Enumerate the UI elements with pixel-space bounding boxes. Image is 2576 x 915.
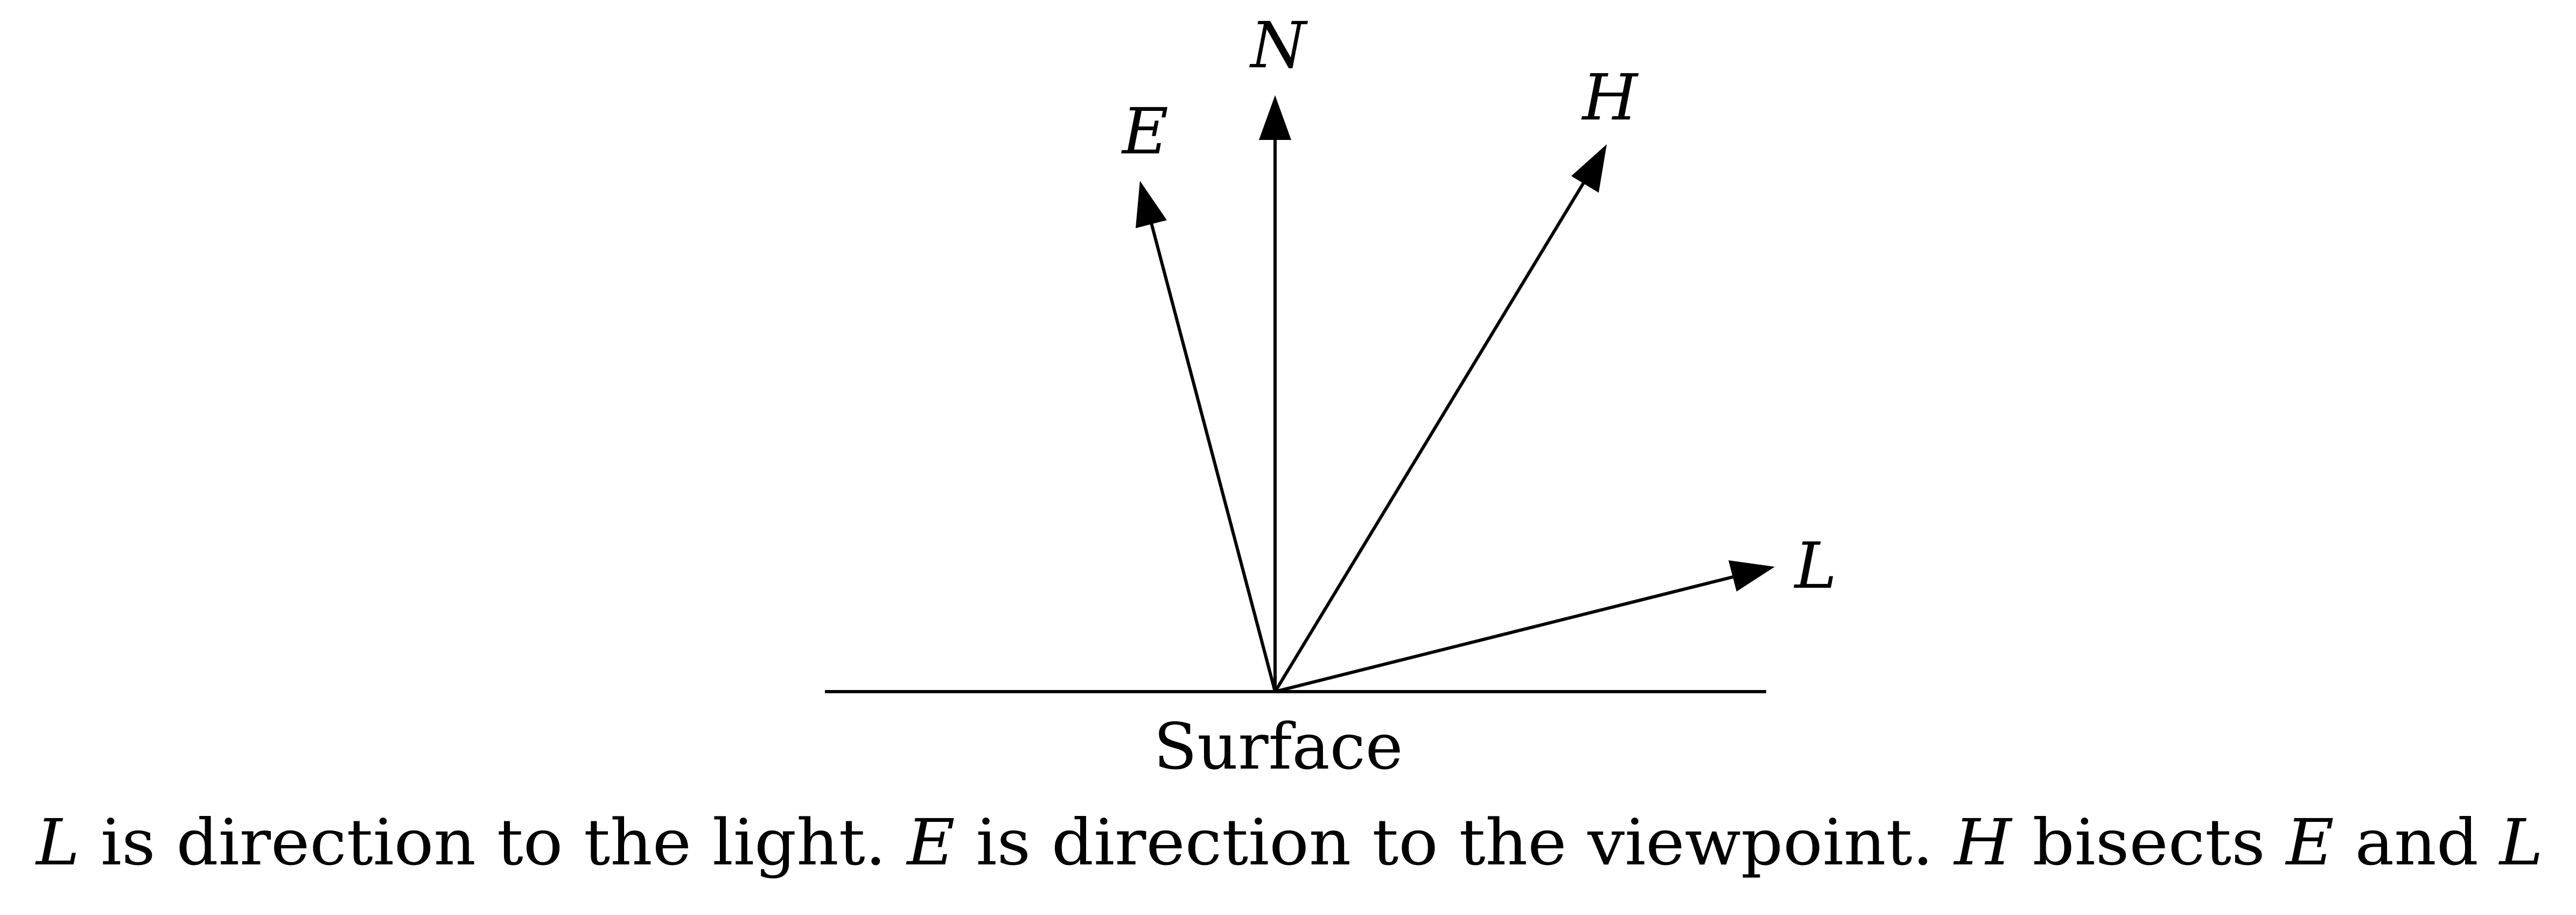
caption: L is direction to the light. E is direct… — [35, 805, 2543, 879]
label-l: L — [1794, 529, 1837, 603]
arrowhead-e — [1136, 181, 1167, 228]
vector-l — [1275, 560, 1775, 693]
caption-text: is direction to the light. — [80, 805, 907, 879]
surface-label: Surface — [1153, 709, 1403, 784]
caption-e: E — [906, 805, 955, 879]
label-e: E — [1121, 94, 1168, 168]
caption-l: L — [35, 805, 80, 879]
label-h: H — [1581, 60, 1639, 135]
caption-l: L — [2498, 805, 2543, 879]
arrowhead-n — [1259, 95, 1291, 140]
caption-text: bisects — [2012, 805, 2286, 879]
caption-text: is direction to the viewpoint. — [955, 805, 1955, 879]
arrowhead-h — [1571, 144, 1607, 193]
vector-n — [1259, 95, 1291, 692]
arrowhead-l — [1728, 560, 1775, 592]
label-n: N — [1249, 8, 1308, 82]
caption-text: and — [2334, 805, 2500, 879]
vector-e — [1136, 181, 1277, 692]
caption-h: H — [1953, 805, 2013, 879]
vector-h — [1273, 144, 1607, 693]
caption-e: E — [2285, 805, 2334, 879]
